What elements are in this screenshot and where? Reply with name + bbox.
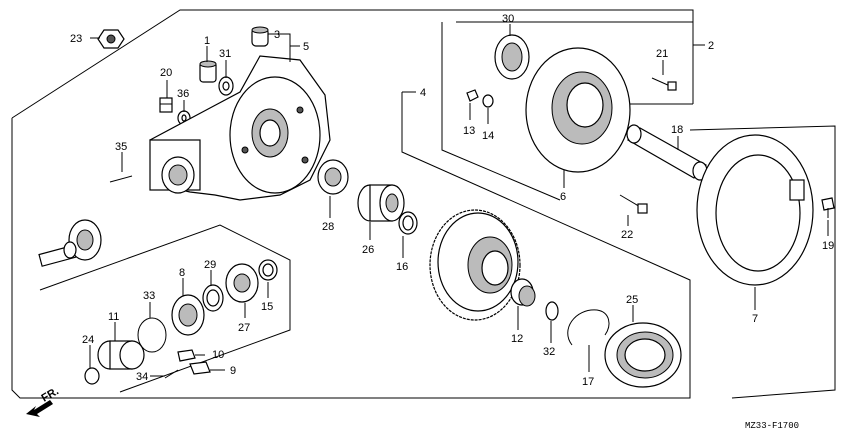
part-35-stud	[109, 175, 133, 183]
front-direction-arrow: FR.	[26, 385, 61, 417]
label-14: 14	[482, 130, 494, 142]
label-4: 4	[420, 87, 426, 99]
label-22: 22	[621, 229, 633, 241]
part-34-bolt	[164, 369, 179, 379]
label-17: 17	[582, 376, 594, 388]
part-30-seal	[494, 34, 530, 80]
part-1-cap	[199, 60, 217, 83]
part-9-plate	[189, 361, 211, 375]
part-10-plate	[177, 349, 196, 362]
part-33-circlip	[137, 317, 167, 353]
label-30: 30	[502, 13, 514, 25]
label-29: 29	[204, 259, 216, 271]
part-6-cover	[525, 47, 631, 173]
label-32: 32	[543, 346, 555, 358]
part-8-bearing	[171, 294, 205, 336]
direction-label: FR.	[40, 385, 61, 404]
assembly-frames	[11, 9, 836, 399]
label-23: 23	[70, 33, 82, 45]
part-22-bolt	[619, 194, 648, 214]
label-2: 2	[708, 40, 714, 52]
label-11: 11	[108, 311, 119, 323]
label-26: 26	[362, 244, 374, 256]
part-29-ring	[202, 284, 224, 312]
label-5: 5	[303, 41, 309, 53]
part-26-bearing	[357, 184, 405, 222]
part-28-bearing	[317, 159, 349, 195]
label-20: 20	[160, 67, 172, 79]
part-27-bearing	[225, 263, 259, 303]
part-32-ring	[545, 301, 559, 321]
label-28: 28	[322, 221, 334, 233]
label-19: 19	[822, 240, 834, 252]
part-21-bolt	[651, 77, 677, 91]
part-20-bolt	[159, 97, 173, 113]
part-16-ring	[398, 211, 418, 235]
part-18-shaft	[626, 124, 708, 181]
label-25: 25	[626, 294, 638, 306]
label-18: 18	[671, 124, 683, 136]
part-5-gear-case	[149, 55, 331, 201]
label-13: 13	[463, 125, 475, 137]
part-7-housing-ring	[696, 134, 814, 286]
part-14-washer	[482, 94, 494, 108]
pinion-gear-shaft	[38, 219, 102, 267]
label-3: 3	[274, 29, 280, 41]
part-25-bearing	[604, 322, 682, 388]
ring-gear	[429, 209, 521, 321]
label-7: 7	[752, 313, 758, 325]
label-27: 27	[238, 322, 250, 334]
part-13-nut	[466, 89, 479, 102]
label-35: 35	[115, 141, 127, 153]
part-19-bolt	[821, 197, 835, 218]
part-3-breather	[251, 26, 269, 47]
part-11-bearing	[97, 340, 145, 370]
part-17-circlip	[567, 309, 610, 346]
part-24-nut	[84, 367, 100, 385]
part-31-washer	[218, 76, 234, 96]
part-12-spacer	[510, 278, 536, 307]
label-34: 34	[136, 371, 148, 383]
label-6: 6	[560, 191, 566, 203]
label-21: 21	[656, 48, 668, 60]
label-9: 9	[230, 365, 236, 377]
label-33: 33	[143, 290, 155, 302]
label-15: 15	[261, 301, 273, 313]
label-36: 36	[177, 88, 189, 100]
label-10: 10	[212, 349, 224, 361]
part-23-nut	[97, 29, 125, 49]
label-8: 8	[179, 267, 185, 279]
label-1: 1	[204, 35, 210, 47]
diagram-code: MZ33-F1700	[745, 421, 799, 431]
leader-lines	[89, 24, 829, 377]
label-24: 24	[82, 334, 94, 346]
label-16: 16	[396, 261, 408, 273]
label-31: 31	[219, 48, 231, 60]
label-12: 12	[511, 333, 523, 345]
part-15-ring	[258, 259, 278, 281]
part-labels: 23 1 31 3 5 20 36 4 35 30 2 21 13 14 18 …	[70, 13, 834, 388]
